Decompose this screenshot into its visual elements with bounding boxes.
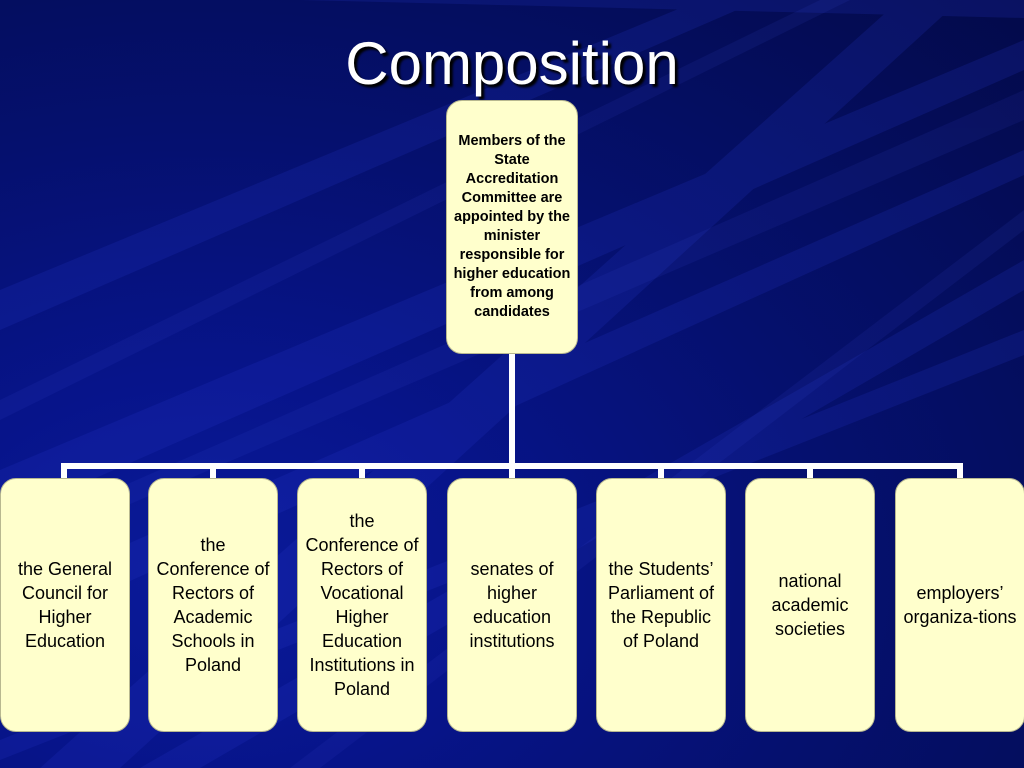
child-box-employers: employers’ organiza-tions [895, 478, 1024, 732]
root-box-text: Members of the State Accreditation Commi… [453, 133, 571, 320]
child-box-conference-academic: the Conference of Rectors of Academic Sc… [148, 478, 278, 732]
child-box-conference-vocational: the Conference of Rectors of Vocational … [297, 478, 427, 732]
child-box-text: national academic societies [771, 571, 849, 639]
child-box-text: the Conference of Rectors of Vocational … [305, 511, 419, 699]
child-box-text: the General Council for Higher Education [17, 559, 113, 651]
root-box: Members of the State Accreditation Commi… [446, 100, 578, 354]
child-box-senates: senates of higher education institutions [447, 478, 577, 732]
child-box-text: the Students’ Parliament of the Republic… [607, 559, 715, 651]
child-box-text: senates of higher education institutions [469, 559, 555, 651]
child-box-students-parliament: the Students’ Parliament of the Republic… [596, 478, 726, 732]
child-box-text: employers’ organiza-tions [903, 583, 1017, 627]
child-box-text: the Conference of Rectors of Academic Sc… [156, 535, 270, 675]
slide-title: Composition [345, 30, 679, 97]
child-box-academic-societies: national academic societies [745, 478, 875, 732]
child-box-general-council: the General Council for Higher Education [0, 478, 130, 732]
